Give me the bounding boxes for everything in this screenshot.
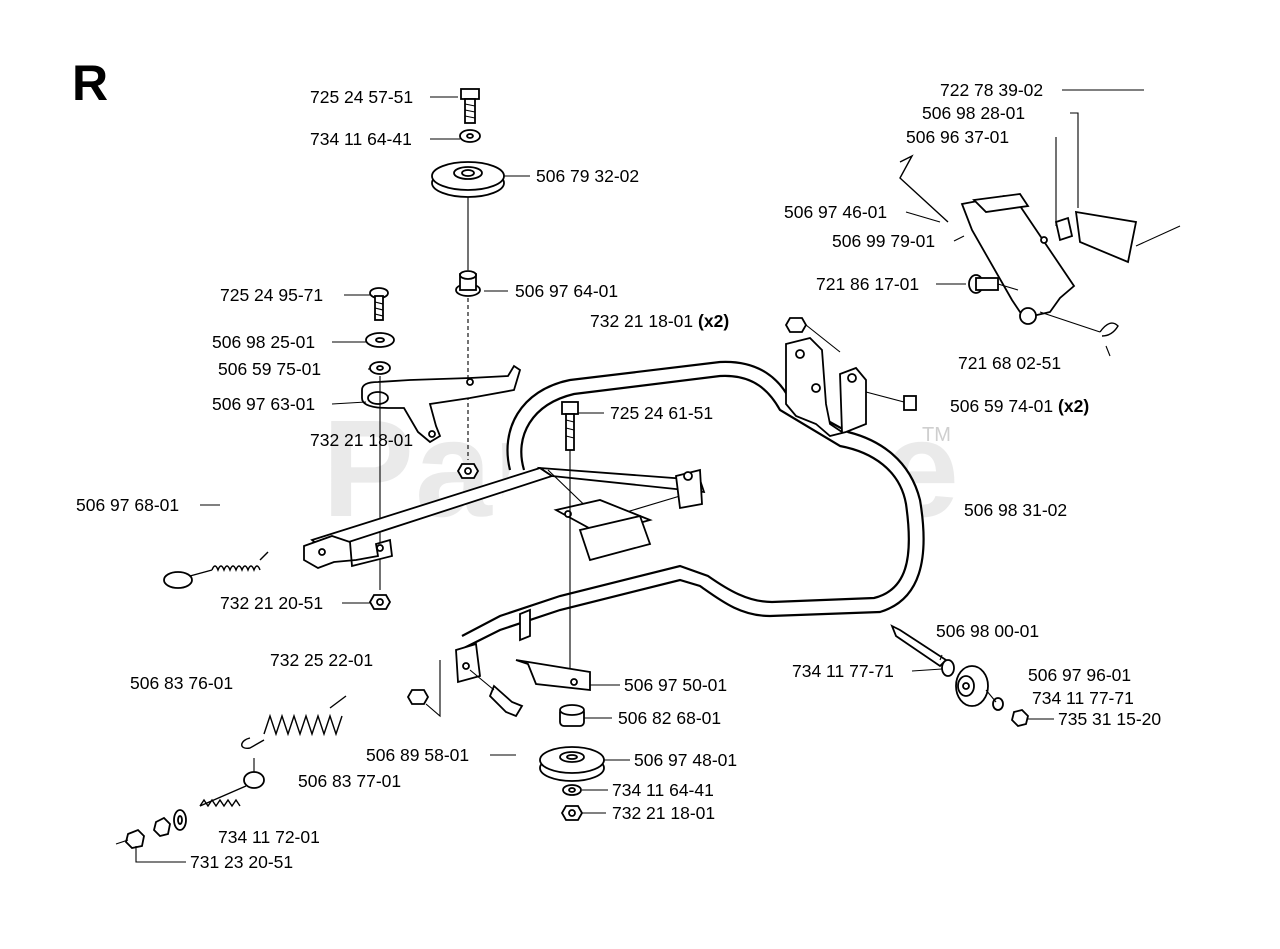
- part-label-734-11-64-41[interactable]: 734 11 64-41: [310, 129, 412, 149]
- section-letter: R: [72, 55, 109, 111]
- nut-icon: [1011, 709, 1029, 727]
- washer-icon: [562, 784, 582, 796]
- part-label-721-68-02-51[interactable]: 721 68 02-51: [958, 353, 1062, 373]
- pulley-icon: [955, 665, 989, 707]
- bolt-icon: [561, 401, 579, 451]
- washer-icon: [369, 361, 391, 375]
- watermark-trademark: TM: [922, 424, 951, 446]
- spring-icon: [163, 551, 269, 589]
- part-label-506-97-48-01[interactable]: 506 97 48-01: [634, 750, 738, 770]
- part-label-506-97-64-01[interactable]: 506 97 64-01: [515, 281, 619, 301]
- part-label-506-59-74-01-x2[interactable]: 506 59 74-01 (x2): [950, 396, 1090, 416]
- part-label-506-98-31-02[interactable]: 506 98 31-02: [964, 500, 1068, 520]
- washer-icon: [365, 332, 395, 348]
- bolt-icon: [469, 669, 524, 718]
- part-label-732-21-20-51[interactable]: 732 21 20-51: [220, 593, 324, 613]
- part-label-506-97-68-01[interactable]: 506 97 68-01: [76, 495, 180, 515]
- nut-icon: [368, 594, 392, 610]
- part-number: 506 59 74-01: [950, 396, 1054, 416]
- part-label-506-89-58-01[interactable]: 506 89 58-01: [366, 745, 470, 765]
- part-label-731-23-20-51[interactable]: 731 23 20-51: [190, 852, 294, 872]
- part-label-734-11-77-71-b[interactable]: 734 11 77-71: [1032, 688, 1134, 708]
- part-label-506-98-28-01[interactable]: 506 98 28-01: [922, 103, 1026, 123]
- part-label-506-97-50-01[interactable]: 506 97 50-01: [624, 675, 728, 695]
- quantity-badge: (x2): [1058, 396, 1090, 416]
- bolt-icon: [865, 391, 917, 411]
- part-label-506-98-00-01[interactable]: 506 98 00-01: [936, 621, 1040, 641]
- part-label-506-79-32-02[interactable]: 506 79 32-02: [536, 166, 640, 186]
- washer-icon: [941, 659, 955, 677]
- bracket-icon: [515, 659, 591, 692]
- nut-icon: [125, 828, 145, 849]
- part-label-506-83-76-01[interactable]: 506 83 76-01: [130, 673, 234, 693]
- bolt-icon: [968, 274, 999, 294]
- nut-icon: [406, 689, 430, 705]
- part-label-506-83-77-01[interactable]: 506 83 77-01: [298, 771, 402, 791]
- part-label-506-97-63-01[interactable]: 506 97 63-01: [212, 394, 316, 414]
- pulley-icon: [431, 161, 505, 198]
- bolt-icon: [369, 287, 389, 321]
- nut-icon: [456, 463, 480, 479]
- part-label-734-11-77-71-a[interactable]: 734 11 77-71: [792, 661, 894, 681]
- part-label-506-82-68-01[interactable]: 506 82 68-01: [618, 708, 722, 728]
- part-label-725-24-57-51[interactable]: 725 24 57-51: [310, 87, 414, 107]
- spring-icon: [241, 695, 347, 749]
- washer-icon: [173, 809, 187, 831]
- spring-icon: [199, 758, 265, 808]
- part-label-732-25-22-01[interactable]: 732 25 22-01: [270, 650, 374, 670]
- nut-icon: [560, 805, 584, 821]
- bushing-icon: [455, 270, 481, 297]
- part-label-506-99-79-01[interactable]: 506 99 79-01: [832, 231, 936, 251]
- nut-icon: [153, 816, 171, 837]
- part-label-732-21-18-01-c[interactable]: 732 21 18-01: [612, 803, 716, 823]
- part-label-506-97-96-01[interactable]: 506 97 96-01: [1028, 665, 1132, 685]
- part-label-732-21-18-01[interactable]: 732 21 18-01: [310, 430, 414, 450]
- part-label-506-59-75-01[interactable]: 506 59 75-01: [218, 359, 322, 379]
- part-number: 732 21 18-01: [590, 311, 694, 331]
- nut-icon: [784, 317, 808, 333]
- part-label-506-97-46-01[interactable]: 506 97 46-01: [784, 202, 888, 222]
- part-label-734-11-72-01[interactable]: 734 11 72-01: [218, 827, 320, 847]
- part-label-506-96-37-01[interactable]: 506 96 37-01: [906, 127, 1010, 147]
- part-label-722-78-39-02[interactable]: 722 78 39-02: [940, 80, 1044, 100]
- part-label-725-24-95-71[interactable]: 725 24 95-71: [220, 285, 324, 305]
- washer-icon: [459, 129, 481, 143]
- bracket-icon: [361, 364, 522, 444]
- pulley-icon: [539, 746, 605, 782]
- part-label-734-11-64-41-b[interactable]: 734 11 64-41: [612, 780, 714, 800]
- bolt-icon: [460, 88, 480, 124]
- part-label-732-21-18-01-x2[interactable]: 732 21 18-01 (x2): [590, 311, 730, 331]
- part-label-735-31-15-20[interactable]: 735 31 15-20: [1058, 709, 1162, 729]
- part-label-721-86-17-01[interactable]: 721 86 17-01: [816, 274, 920, 294]
- part-label-725-24-61-51[interactable]: 725 24 61-51: [610, 403, 714, 423]
- part-label-506-98-25-01[interactable]: 506 98 25-01: [212, 332, 316, 352]
- leader-lines: [200, 89, 1144, 814]
- bushing-icon: [559, 704, 585, 727]
- frame-icon: [303, 337, 925, 684]
- bracket-icon: [899, 154, 1181, 325]
- quantity-badge: (x2): [698, 311, 730, 331]
